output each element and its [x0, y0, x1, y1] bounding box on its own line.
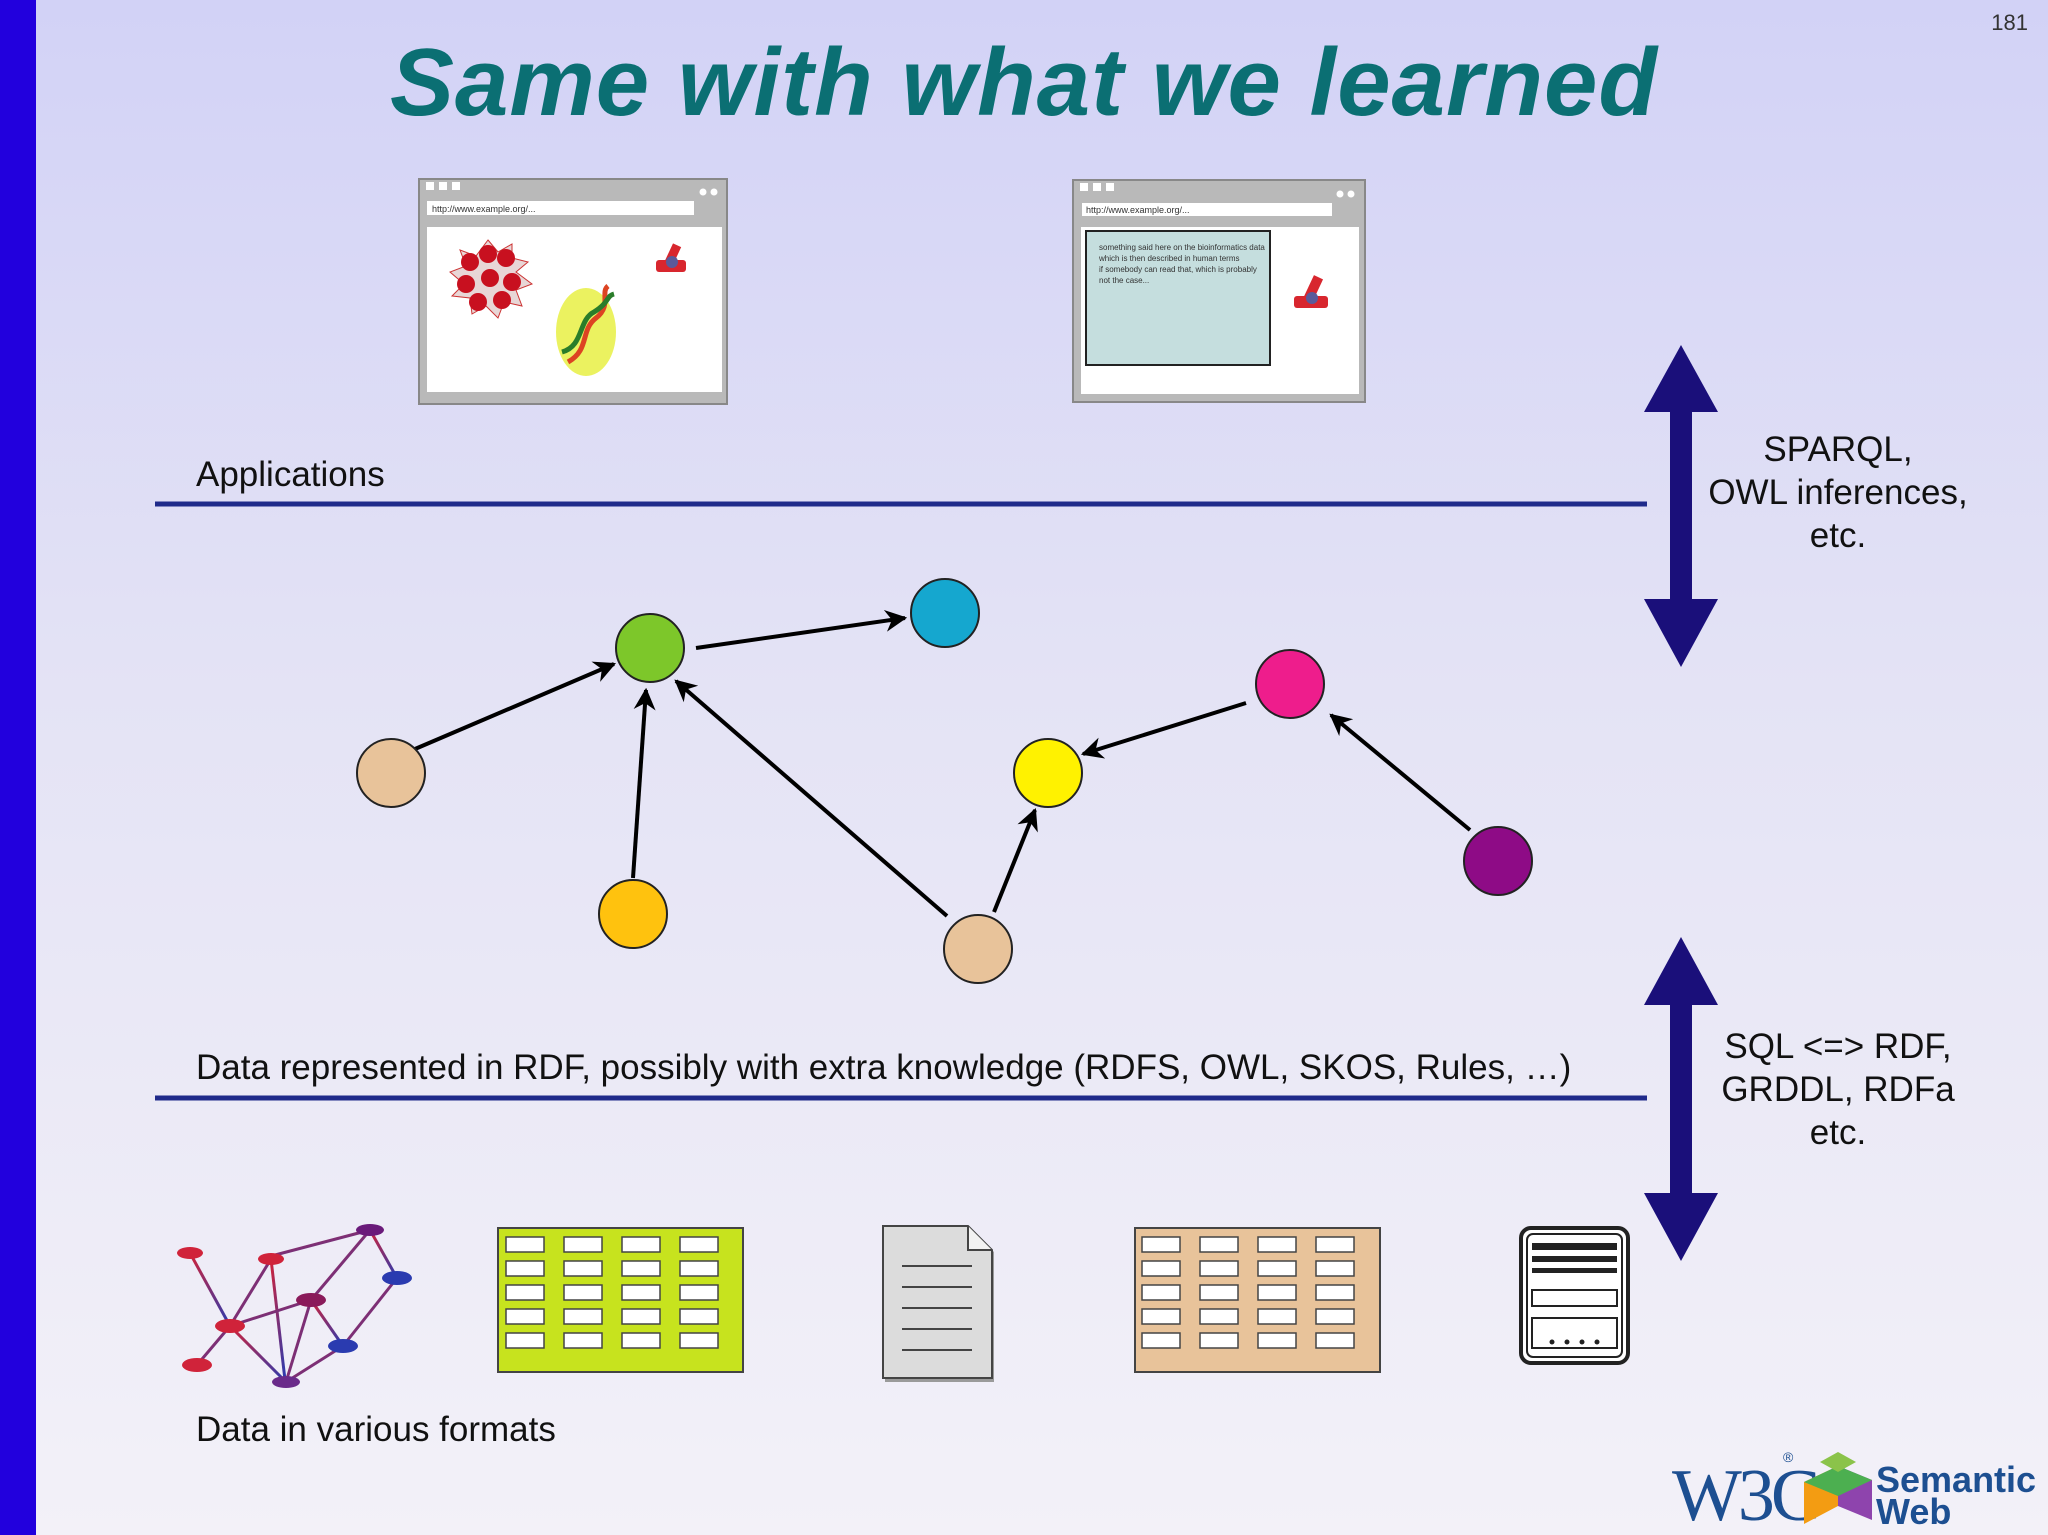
spreadsheet-cell: [1257, 1308, 1297, 1325]
graph-node: [910, 578, 980, 648]
spreadsheet-cell: [1257, 1260, 1297, 1277]
spreadsheet-cell: [1199, 1308, 1239, 1325]
spreadsheet-cell: [1141, 1284, 1181, 1301]
document-icon: [882, 1225, 994, 1382]
graph-node: [615, 613, 685, 683]
graph-edge: [1080, 701, 1247, 759]
w3c-semantic-web-logo: W3C ® Semantic Web: [1672, 1449, 2036, 1535]
spreadsheet-green-icon: [497, 1227, 744, 1373]
graph-edge: [992, 807, 1038, 913]
graph-edge: [1329, 713, 1472, 832]
spreadsheet-cell: [563, 1260, 603, 1277]
graph-edge: [674, 679, 949, 918]
rdf-graph-nodes: [356, 578, 1533, 984]
graph-edge: [695, 609, 908, 650]
spreadsheet-cell: [1141, 1236, 1181, 1253]
spreadsheet-cell: [621, 1236, 661, 1253]
spreadsheet-cell: [679, 1236, 719, 1253]
browser-2-url: http://www.example.org/...: [1086, 205, 1190, 215]
data-rdf-label: Data represented in RDF, possibly with e…: [196, 1048, 1572, 1087]
browser-2-text-line: if somebody can read that, which is prob…: [1099, 265, 1257, 274]
graph-network-icon: [177, 1224, 412, 1388]
spreadsheet-cell: [1199, 1236, 1239, 1253]
slide-title: Same with what we learned: [389, 29, 1659, 136]
spreadsheet-cell: [679, 1308, 719, 1325]
upper-side-label-line: etc.: [1809, 516, 1867, 555]
spreadsheet-cell: [563, 1284, 603, 1301]
browser-2-text-line: which is then described in human terms: [1098, 254, 1240, 263]
browser-2-text-line: something said here on the bioinformatic…: [1099, 243, 1265, 252]
spreadsheet-cell: [505, 1260, 545, 1277]
lower-side-label-line: SQL <=> RDF,: [1724, 1027, 1952, 1066]
spreadsheet-cell: [1257, 1284, 1297, 1301]
spreadsheet-cell: [1315, 1284, 1355, 1301]
graph-node: [356, 738, 426, 808]
browser-2-text-line: not the case...: [1099, 276, 1149, 285]
spreadsheet-cell: [505, 1308, 545, 1325]
spreadsheet-cell: [1199, 1260, 1239, 1277]
graph-node: [1255, 649, 1325, 719]
spreadsheet-cell: [563, 1236, 603, 1253]
applications-label: Applications: [196, 455, 385, 494]
spreadsheet-cell: [505, 1284, 545, 1301]
upper-double-arrow: [1644, 345, 1718, 667]
spreadsheet-tan-icon: [1134, 1227, 1381, 1373]
spreadsheet-cell: [621, 1332, 661, 1349]
upper-side-label: SPARQL, OWL inferences, etc.: [1698, 428, 1978, 557]
spreadsheet-cell: [1199, 1332, 1239, 1349]
spreadsheet-cell: [1257, 1236, 1297, 1253]
page-number: 181: [1991, 10, 2028, 35]
lower-side-label-line: etc.: [1809, 1113, 1867, 1152]
spreadsheet-cell: [621, 1284, 661, 1301]
data-formats-label: Data in various formats: [196, 1410, 556, 1449]
spreadsheet-cell: [563, 1332, 603, 1349]
spreadsheet-cell: [1141, 1308, 1181, 1325]
spreadsheet-cell: [1315, 1236, 1355, 1253]
dna-icon: [556, 284, 616, 376]
rdf-graph-edges: [414, 609, 1472, 918]
graph-node: [943, 914, 1013, 984]
spreadsheet-cell: [1199, 1284, 1239, 1301]
spreadsheet-cell: [1315, 1308, 1355, 1325]
spreadsheet-cell: [1141, 1260, 1181, 1277]
lower-side-label: SQL <=> RDF, GRDDL, RDFa etc.: [1698, 1025, 1978, 1154]
browser-window-2: http://www.example.org/... something sai…: [1072, 179, 1366, 403]
w3c-logo-text: W3C: [1672, 1455, 1817, 1535]
graph-edge: [414, 661, 617, 751]
graph-edge: [631, 687, 656, 879]
spreadsheet-cell: [1257, 1332, 1297, 1349]
lower-double-arrow: [1644, 937, 1718, 1261]
spreadsheet-cell: [1141, 1332, 1181, 1349]
spreadsheet-cell: [679, 1284, 719, 1301]
spreadsheet-cell: [679, 1260, 719, 1277]
spreadsheet-cell: [621, 1260, 661, 1277]
spreadsheet-cell: [1315, 1332, 1355, 1349]
semantic-text: Semantic: [1876, 1459, 2036, 1500]
web-text: Web: [1876, 1491, 1951, 1532]
lower-side-label-line: GRDDL, RDFa: [1721, 1070, 1955, 1109]
browser-window-1: http://www.example.org/...: [418, 178, 728, 405]
graph-node: [1013, 738, 1083, 808]
spreadsheet-cell: [563, 1308, 603, 1325]
form-icon: [1519, 1226, 1630, 1365]
spreadsheet-cell: [505, 1332, 545, 1349]
microscope-icon: [1294, 275, 1328, 308]
upper-side-label-line: SPARQL,: [1763, 430, 1913, 469]
graph-node: [598, 879, 668, 949]
periodic-elements-icon: [449, 239, 534, 319]
upper-side-label-line: OWL inferences,: [1708, 473, 1968, 512]
spreadsheet-cell: [621, 1308, 661, 1325]
spreadsheet-cell: [505, 1236, 545, 1253]
microscope-icon: [656, 243, 686, 272]
graph-node: [1463, 826, 1533, 896]
spreadsheet-cell: [679, 1332, 719, 1349]
left-accent-bar: [0, 0, 36, 1535]
browser-1-url: http://www.example.org/...: [432, 204, 536, 214]
registered-mark: ®: [1783, 1449, 1794, 1465]
spreadsheet-cell: [1315, 1260, 1355, 1277]
